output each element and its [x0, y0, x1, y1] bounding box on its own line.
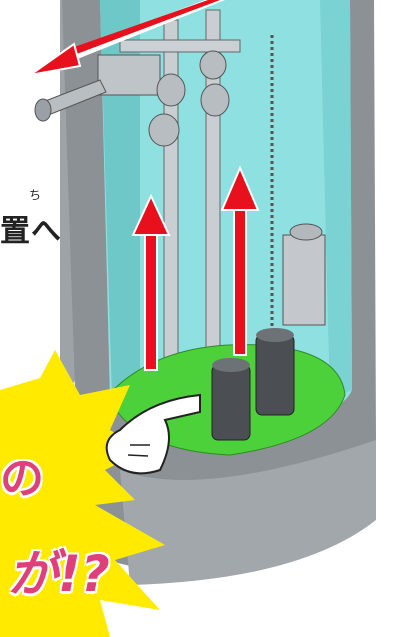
- burst-text-line-2: が!?: [8, 545, 110, 603]
- pump-right: [255, 328, 295, 416]
- caption-ruby: ち: [29, 188, 42, 202]
- outflow-arrow: [29, 0, 225, 76]
- tank-base: [120, 440, 376, 585]
- up-arrow-right: [220, 165, 260, 356]
- caption-text: 置へ: [0, 214, 62, 249]
- valve-left: [148, 73, 186, 147]
- float-switch-icon: [282, 223, 326, 326]
- tank-water-shade: [100, 0, 140, 400]
- tank-water: [100, 0, 352, 440]
- pipe-top-horizontal: [119, 39, 241, 53]
- pointing-hand-icon: [105, 393, 201, 475]
- tank-water-shade-right: [320, 0, 352, 400]
- pump-left: [211, 358, 251, 441]
- burst-text-line-1: の: [0, 453, 44, 504]
- inlet-pipe-end: [34, 98, 52, 122]
- inlet-box: [97, 54, 161, 96]
- yellow-burst: [0, 350, 165, 637]
- up-arrow-left: [131, 193, 171, 371]
- valve-right: [199, 50, 230, 117]
